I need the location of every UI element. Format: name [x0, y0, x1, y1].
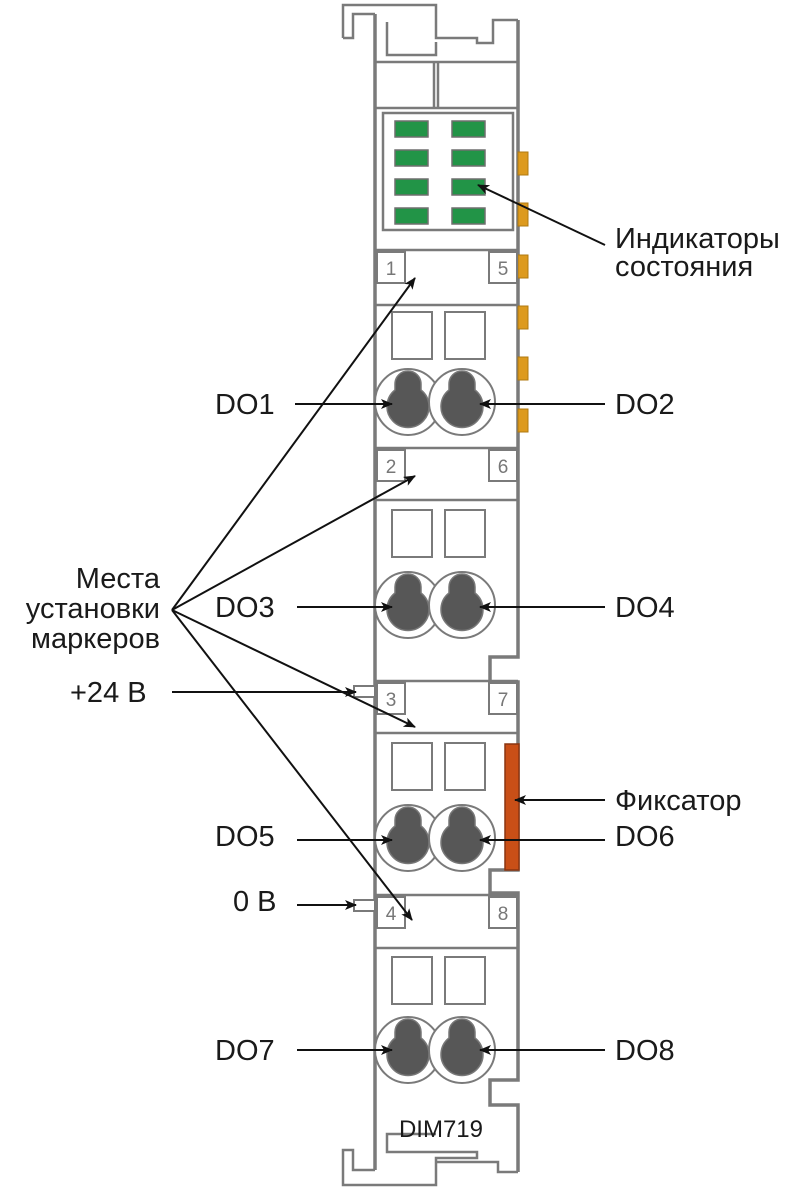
release-slot[interactable] — [391, 509, 433, 558]
terminal-number: 3 — [386, 690, 397, 711]
status-led-1 — [394, 120, 429, 138]
release-slot[interactable] — [391, 956, 433, 1005]
terminal-number: 7 — [498, 690, 509, 711]
markers-label-1: Места — [76, 563, 161, 595]
zero-contact — [353, 899, 376, 912]
side-contact-tab — [517, 202, 529, 227]
marker-box — [488, 251, 518, 284]
status-led-3 — [394, 178, 429, 196]
status-led-6 — [451, 149, 486, 167]
release-slot[interactable] — [444, 509, 486, 558]
indicators-label-1: Индикаторы — [615, 223, 780, 255]
wire-clamp-screw[interactable] — [386, 1018, 430, 1077]
marker-box — [488, 449, 518, 482]
markers-label-2: установки — [26, 593, 160, 625]
marker-box — [488, 682, 518, 715]
side-contact-tab — [517, 305, 529, 330]
do7-label: DO7 — [215, 1035, 275, 1067]
do2-label: DO2 — [615, 389, 675, 421]
terminal-number: 6 — [498, 457, 509, 478]
led-window — [381, 111, 515, 232]
wire-clamp-screw[interactable] — [440, 370, 484, 429]
wire-clamp-screw[interactable] — [440, 1018, 484, 1077]
status-led-4 — [394, 207, 429, 225]
wire-clamp-screw[interactable] — [386, 370, 430, 429]
do8-label: DO8 — [615, 1035, 675, 1067]
terminal-number: 4 — [386, 904, 397, 925]
terminal-number: 8 — [498, 904, 509, 925]
markers-label-3: маркеров — [31, 623, 160, 655]
marker-box — [376, 251, 406, 284]
side-contact-tab — [517, 408, 529, 433]
release-slot[interactable] — [444, 311, 486, 360]
model-label: DIM719 — [399, 1116, 483, 1143]
terminal-number: 5 — [498, 259, 509, 280]
do4-label: DO4 — [615, 592, 675, 624]
terminal-number: 1 — [386, 259, 397, 280]
side-contact-tab — [517, 356, 529, 381]
wire-clamp-screw[interactable] — [440, 573, 484, 632]
do3-label: DO3 — [215, 592, 275, 624]
status-led-5 — [451, 120, 486, 138]
status-led-8 — [451, 207, 486, 225]
side-contact-tab — [517, 254, 529, 279]
latch-label: Фиксатор — [615, 785, 741, 817]
release-slot[interactable] — [444, 742, 486, 791]
latch[interactable] — [504, 743, 520, 871]
release-slot[interactable] — [391, 311, 433, 360]
do5-label: DO5 — [215, 821, 275, 853]
module-body — [373, 14, 520, 1172]
marker-box — [376, 449, 406, 482]
bottom-bracket — [341, 1132, 479, 1187]
terminal-number: 2 — [386, 457, 397, 478]
plus24-label: +24 В — [70, 677, 147, 709]
wire-clamp-screw[interactable] — [386, 806, 430, 865]
release-slot[interactable] — [444, 956, 486, 1005]
release-slot[interactable] — [391, 742, 433, 791]
marker-box — [488, 896, 518, 929]
indicators-label-2: состояния — [615, 251, 753, 283]
marker-box — [376, 682, 406, 715]
side-contact-tab — [517, 151, 529, 176]
wire-clamp-screw[interactable] — [386, 573, 430, 632]
plus24-contact — [353, 685, 376, 698]
do6-label: DO6 — [615, 821, 675, 853]
callout-arrows — [171, 184, 606, 1055]
wire-clamp-screw[interactable] — [440, 806, 484, 865]
do1-label: DO1 — [215, 389, 275, 421]
top-bracket — [341, 3, 518, 45]
status-led-2 — [394, 149, 429, 167]
zero-label: 0 В — [233, 886, 277, 918]
